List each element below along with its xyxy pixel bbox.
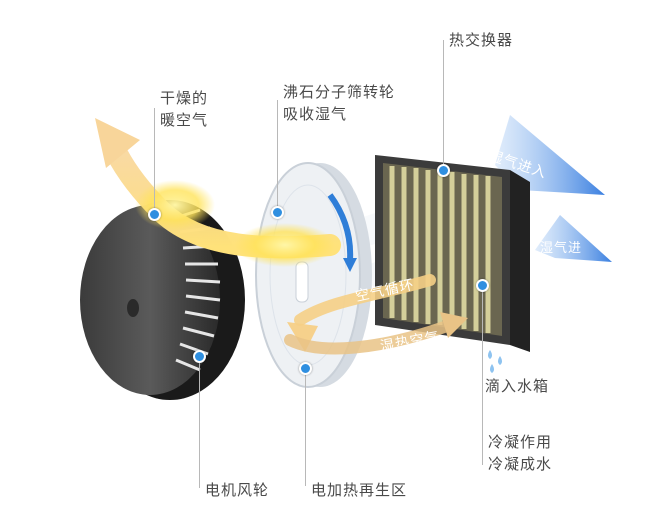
- label-dry-air-1: 干燥的: [160, 89, 209, 107]
- humid-arrow-small: [535, 215, 612, 262]
- callout-dot-icon: [299, 362, 312, 375]
- label-drip-tank: 滴入水箱: [485, 377, 550, 395]
- fan-graphic: [80, 200, 245, 400]
- callout-dot-icon: [437, 164, 450, 177]
- warm-air-arrowhead: [95, 118, 140, 168]
- label-heat-regen: 电加热再生区: [311, 481, 408, 499]
- leader-dry-air: [154, 108, 155, 208]
- label-zeolite-1: 沸石分子筛转轮: [283, 83, 396, 101]
- heat-exchanger-graphic: [375, 155, 530, 352]
- air-cycle-arrow: [294, 274, 436, 326]
- callout-dot-icon: [148, 208, 161, 221]
- leader-motor: [199, 358, 200, 488]
- label-humid-in-2: 湿气进: [540, 241, 583, 256]
- water-drop-icon: [488, 350, 502, 373]
- label-motor-fan: 电机风轮: [205, 481, 270, 499]
- callout-dot-icon: [193, 350, 206, 363]
- humid-arrow-large: [495, 115, 605, 195]
- label-dry-air-2: 暖空气: [160, 111, 209, 129]
- leader-condense: [482, 285, 483, 465]
- leader-heat-exchanger: [443, 40, 444, 168]
- label-zeolite-2: 吸收湿气: [283, 105, 348, 123]
- zeolite-wheel-graphic: [255, 162, 372, 388]
- humid-hot-air-arrow: [284, 319, 456, 355]
- callout-dot-icon: [271, 206, 284, 219]
- leader-regen: [305, 368, 306, 486]
- leader-zeolite: [277, 100, 278, 210]
- label-condense-2: 冷凝成水: [488, 455, 553, 473]
- label-heat-exchanger: 热交换器: [449, 31, 514, 49]
- label-condense-1: 冷凝作用: [488, 433, 553, 451]
- callout-dot-icon: [476, 279, 489, 292]
